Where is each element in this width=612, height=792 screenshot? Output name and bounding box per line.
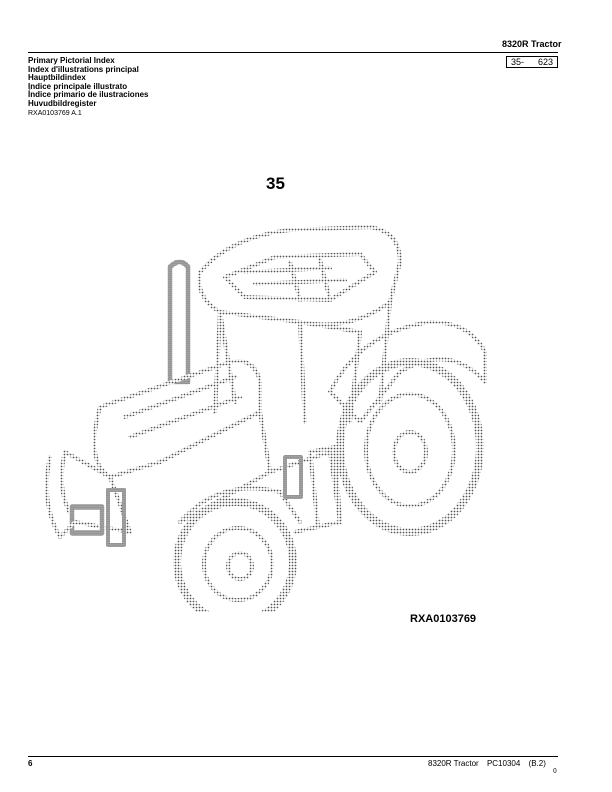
header-rule <box>28 52 558 53</box>
section-number: 35 <box>266 174 285 193</box>
page-ref-number: 623 <box>537 57 553 67</box>
footer-revision: (B.2) <box>528 759 546 768</box>
exhaust-stack <box>167 259 191 385</box>
illustration-label: RXA0103769 <box>410 613 477 625</box>
tractor-illustration <box>44 225 487 612</box>
footer-product: 8320R Tractor <box>428 759 479 768</box>
cab-roof <box>197 225 402 327</box>
rear-right-tire <box>336 358 484 536</box>
footer-rule <box>28 756 558 757</box>
front-grille <box>59 450 132 534</box>
index-title-sv: Huvudbildregister <box>28 98 97 108</box>
index-titles: Primary Pictorial Index Index d'illustra… <box>28 56 149 109</box>
footer-info: 8320R Tractor PC10304 (B.2) <box>428 759 546 768</box>
index-title-es: Índice primario de ilustraciones <box>28 90 149 100</box>
front-tire <box>173 498 297 612</box>
index-title-en: Primary Pictorial Index <box>28 56 115 65</box>
page-reference-box: 35- 623 <box>506 56 558 68</box>
footer-page-number: 6 <box>28 759 33 768</box>
index-title-de: Hauptbildindex <box>28 73 86 83</box>
index-title-it: Indice principale illustrato <box>28 81 128 91</box>
footer-catalog: PC10304 <box>486 759 521 768</box>
index-title-fr: Index d'illustrations principal <box>28 64 139 74</box>
model-title: 8320R Tractor <box>502 39 562 49</box>
page-ref-section: 35- <box>511 57 525 67</box>
footer-mark: 0 <box>553 768 557 775</box>
reference-code: RXA0103769 A.1 <box>28 110 82 117</box>
